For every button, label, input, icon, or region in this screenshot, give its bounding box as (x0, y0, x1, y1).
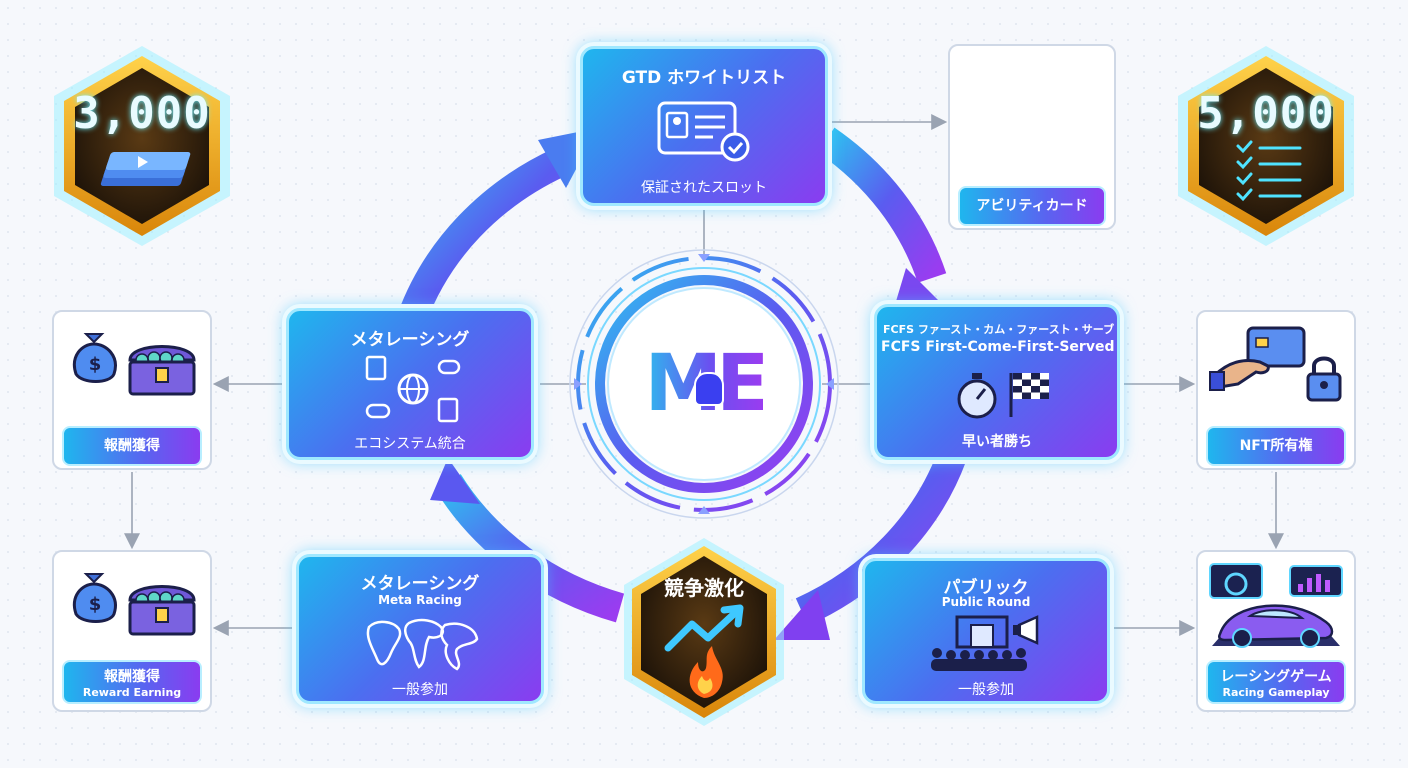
ecosystem-icon (365, 355, 461, 423)
panel-reward-bottom[interactable]: $ 報酬獲得 Reward Earning (52, 550, 212, 712)
helmet-icon (694, 372, 724, 406)
node-meta-racing-public[interactable]: メタレーシング Meta Racing 一般参加 (296, 554, 544, 704)
panel-nft-ownership[interactable]: NFT所有権 (1196, 310, 1356, 470)
checkered-flag-icon (1009, 373, 1049, 417)
public-title-en: Public Round (941, 595, 1031, 609)
flame-icon (689, 646, 723, 698)
meta-left-title: メタレーシング (350, 330, 470, 350)
node-fcfs[interactable]: FCFS ファースト・カム・ファースト・サーブ FCFS First-Come-… (874, 304, 1120, 460)
public-subtitle: 一般参加 (958, 682, 1014, 698)
treasure-chest-icon (128, 585, 196, 636)
meta-left-subtitle: エコシステム統合 (354, 436, 466, 452)
reward-top-label: 報酬獲得 (104, 438, 160, 454)
reward-bottom-pill: 報酬獲得 Reward Earning (62, 660, 202, 704)
meta-bottom-title-en: Meta Racing (378, 593, 462, 607)
id-card-icon (657, 101, 750, 162)
connector-lines (124, 114, 1284, 636)
racing-label: レーシングゲーム (1220, 669, 1332, 685)
checklist-icon (1236, 140, 1302, 202)
treasure-chest-icon (128, 345, 196, 396)
fcfs-title-jp: FCFS ファースト・カム・ファースト・サーブ (883, 323, 1115, 336)
hex-bottom-title: 競争激化 (664, 576, 744, 600)
checkmark-icon (720, 132, 750, 162)
panel-racing-gameplay[interactable]: レーシングゲーム Racing Gameplay (1196, 550, 1356, 712)
hex-left-count: 3,000 (73, 88, 211, 139)
gtd-subtitle: 保証されたスロット (641, 180, 767, 196)
reward-top-pill: 報酬獲得 (62, 426, 202, 466)
gtd-title: GTD ホワイトリスト (621, 68, 787, 88)
padlock-icon (1306, 356, 1342, 402)
svg-text:$: $ (89, 354, 102, 375)
race-car-icon (1209, 563, 1343, 648)
ticket-stack-icon (100, 152, 191, 186)
nft-pill: NFT所有権 (1206, 426, 1346, 466)
reward-bottom-label: 報酬獲得 (104, 669, 160, 685)
meta-bottom-subtitle: 一般参加 (392, 682, 448, 698)
hex-right-count: 5,000 (1197, 88, 1335, 139)
meta-bottom-title: メタレーシング (360, 574, 480, 594)
stopwatch-icon (957, 373, 997, 419)
money-bag-icon: $ (73, 573, 117, 623)
racing-label-en: Racing Gameplay (1222, 686, 1330, 699)
node-gtd-whitelist[interactable]: GTD ホワイトリスト 保証されたスロット (580, 46, 828, 206)
nft-label: NFT所有権 (1239, 438, 1313, 454)
fcfs-title-en: FCFS First-Come-First-Served (881, 339, 1115, 355)
world-map-icon (366, 618, 479, 671)
ring-ticks (574, 254, 834, 514)
hex-right (1178, 46, 1354, 246)
svg-text:$: $ (89, 594, 102, 615)
panel-reward-top[interactable]: $ 報酬獲得 (52, 310, 212, 470)
credit-card-icon (1209, 326, 1306, 391)
fcfs-subtitle: 早い者勝ち (962, 434, 1032, 450)
public-title: パブリック (943, 578, 1029, 598)
ability-label: アビリティカード (976, 198, 1088, 214)
crowd-stage-icon (931, 615, 1039, 671)
hex-bottom (624, 538, 784, 726)
trend-up-icon (664, 604, 744, 652)
reward-bottom-label-en: Reward Earning (82, 686, 182, 699)
node-public-round[interactable]: パブリック Public Round 一般参加 (862, 558, 1110, 704)
ability-pill: アビリティカード (958, 186, 1106, 226)
megaphone-icon (1013, 615, 1039, 645)
hex-left (54, 46, 230, 246)
panel-ability-card[interactable]: アビリティカード (948, 44, 1116, 230)
node-meta-racing-ecosystem[interactable]: メタレーシング エコシステム統合 (286, 308, 534, 460)
racing-pill: レーシングゲーム Racing Gameplay (1206, 660, 1346, 704)
money-bag-icon: $ (73, 333, 117, 383)
